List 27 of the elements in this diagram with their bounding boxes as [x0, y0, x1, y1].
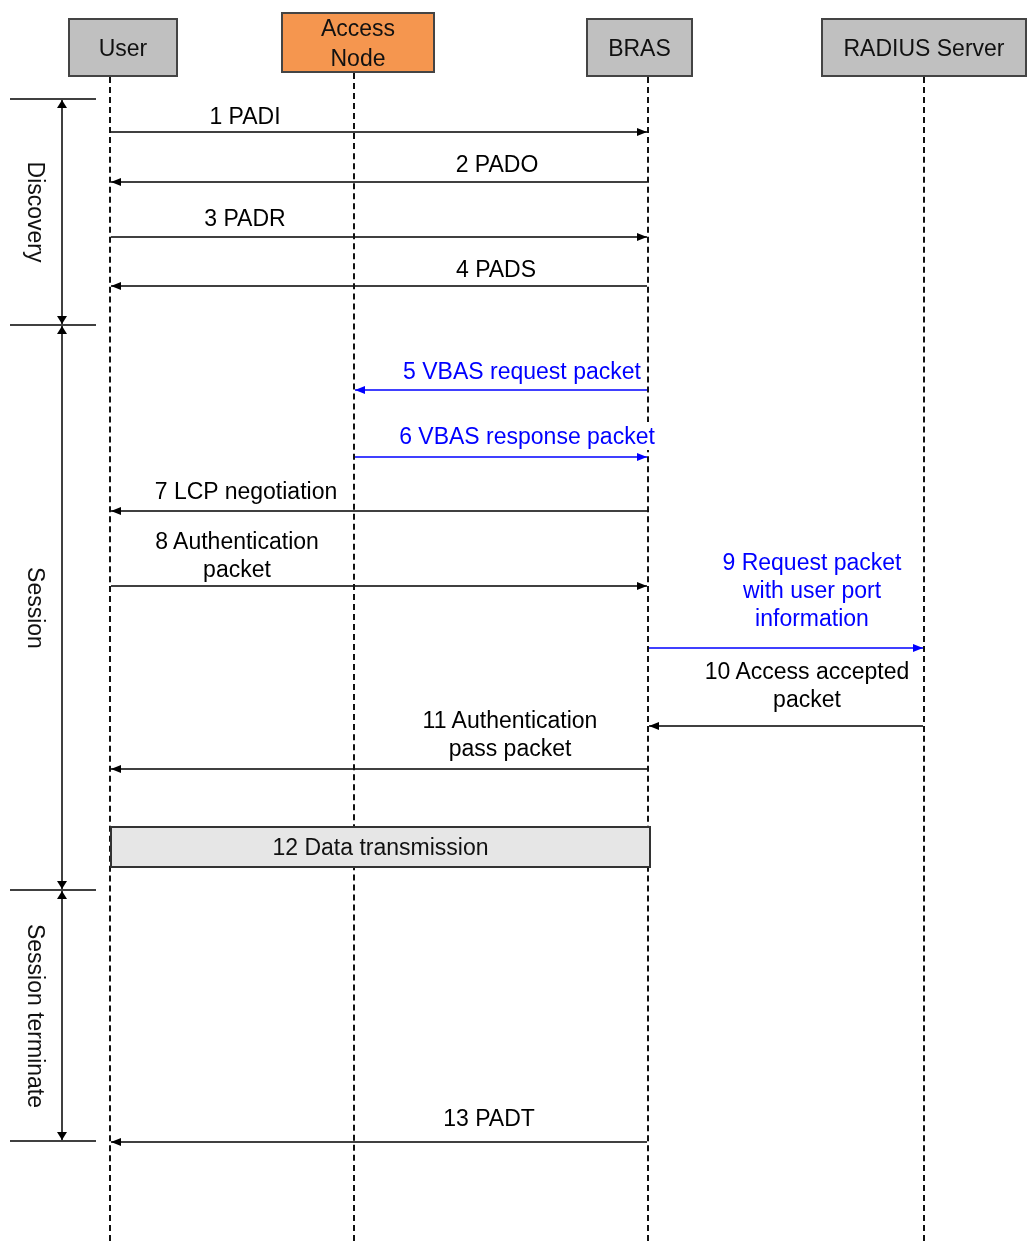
message-arrow: [110, 128, 648, 136]
lifeline: [109, 77, 111, 1241]
message-arrow: [354, 386, 648, 394]
participant-name: RADIUS Server: [843, 33, 1005, 63]
participant-box: [281, 12, 435, 73]
edge-label: 6 VBAS response packet: [399, 422, 655, 450]
phase-label: Session: [22, 566, 50, 649]
participant-name: User: [98, 33, 148, 63]
participant-name: BRAS: [608, 33, 671, 63]
lifeline: [923, 77, 925, 1241]
phase-label: Session terminate: [22, 923, 50, 1108]
participant-box: [821, 18, 1027, 77]
participant-name: Access Node: [319, 13, 397, 73]
participant-box: [68, 18, 178, 77]
phase-label: Discovery: [22, 161, 50, 263]
activity-bar: 12 Data transmission: [110, 826, 651, 868]
message-arrow: [110, 282, 648, 290]
participant-box: [586, 18, 693, 77]
message-arrow: [110, 1138, 648, 1146]
message-arrow: [110, 507, 648, 515]
message-arrow: [648, 722, 924, 730]
message-arrow: [110, 765, 648, 773]
message-arrow: [648, 644, 924, 652]
message-arrow: [354, 453, 648, 461]
message-arrow: [110, 178, 648, 186]
message-arrow: [110, 233, 648, 241]
message-arrow: [110, 582, 648, 590]
